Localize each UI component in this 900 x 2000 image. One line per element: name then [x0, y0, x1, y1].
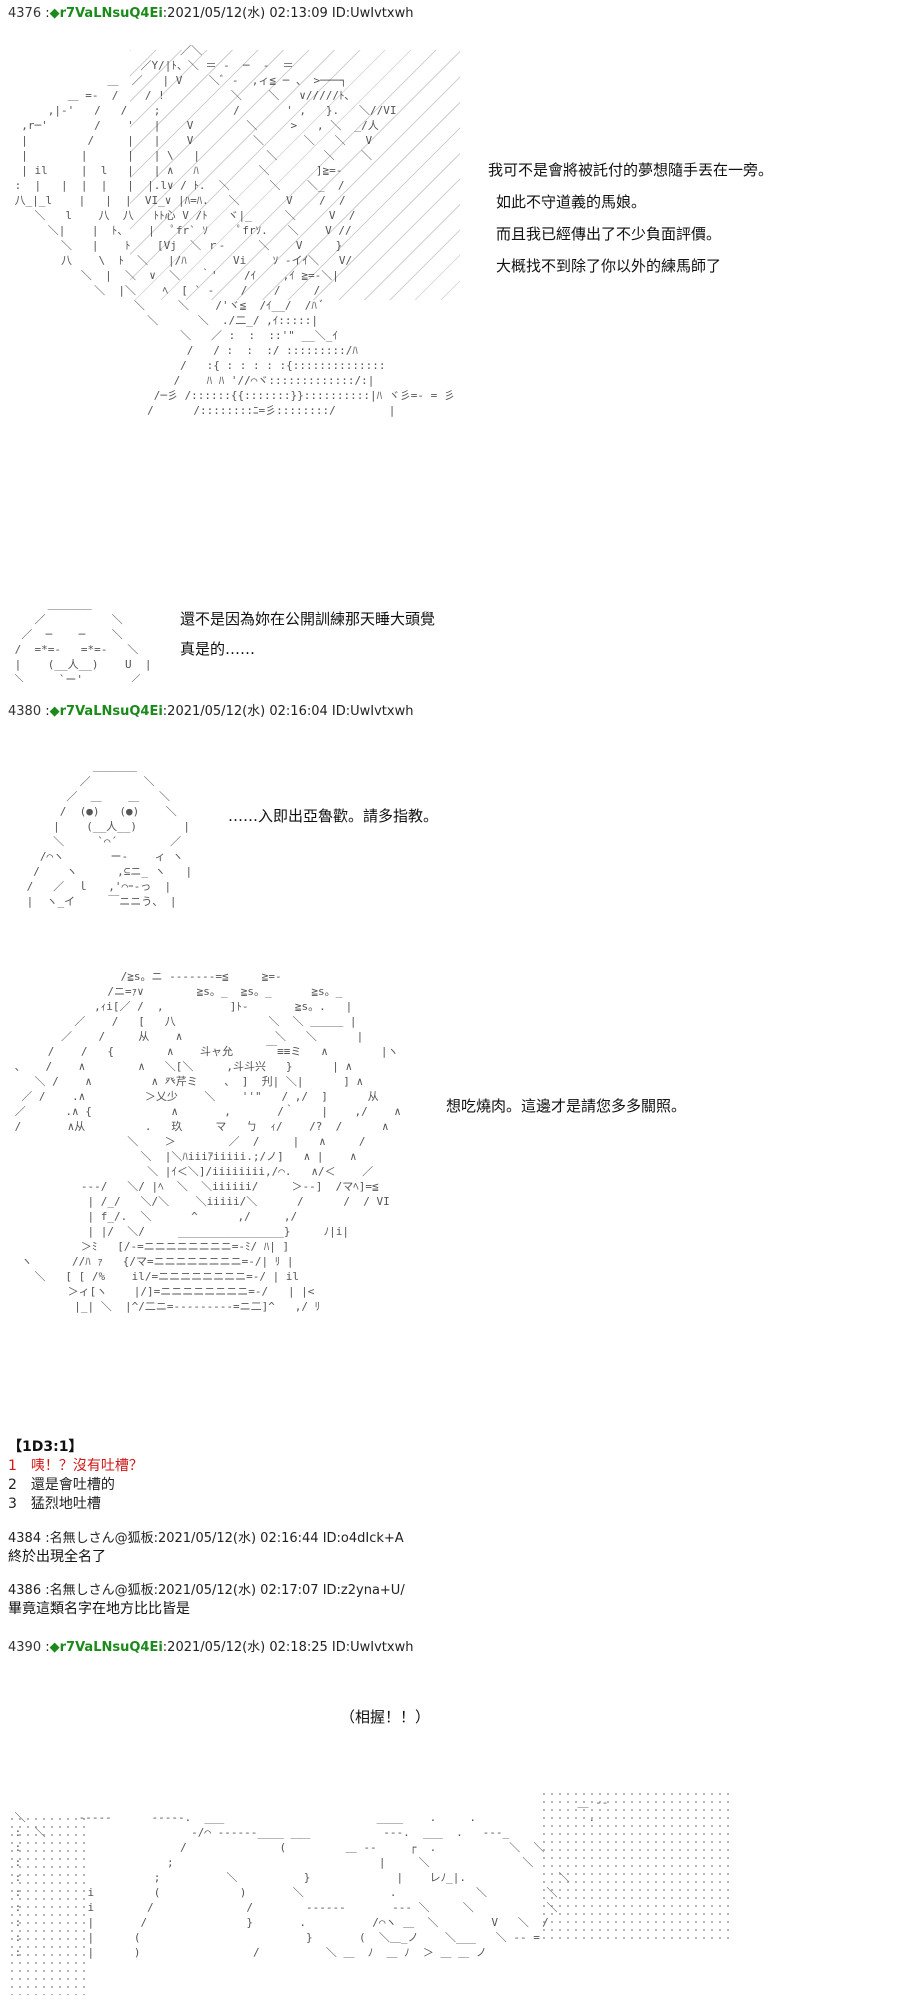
- dialog-line: 還不是因為妳在公開訓練那天睡大頭覺: [180, 610, 436, 628]
- ascii-art-handshake: ＿ -- ＼ ----- -----. ___ ____ . . . : ＼ -…: [14, 1796, 609, 1959]
- tripcode[interactable]: ◆r7VaLNsuQ4Ei: [49, 1640, 163, 1655]
- separator: :: [45, 1640, 50, 1655]
- dialog-line: 而且我已經傳出了不少負面評價。: [496, 225, 722, 243]
- dialog-line: 大概找不到除了你以外的練馬師了: [496, 257, 722, 275]
- reply-message: 終於出現全名了: [8, 1549, 106, 1565]
- tripcode[interactable]: ◆r7VaLNsuQ4Ei: [49, 704, 163, 719]
- ascii-art-character-2: /≧s。ニ -------=≦ ≧=- /ニ=ｧ∨ ≧s。_ ≧s。_ ≧s。_…: [14, 970, 401, 1313]
- dialog-block-3: ……入即出亞魯歡。請多指教。: [228, 800, 438, 832]
- dice-result-block: 【1D3:1】 1 咦！？沒有吐槽？ 2 還是會吐槽的 3 猛烈地吐槽: [8, 1438, 143, 1514]
- dialog-line: 想吃燒肉。這邊才是請您多多關照。: [446, 1097, 687, 1115]
- post-number: 4390: [8, 1640, 42, 1655]
- post-number: 4376: [8, 6, 42, 21]
- dialog-line: ……入即出亞魯歡。請多指教。: [228, 807, 439, 825]
- dotted-shade-right: [540, 1790, 730, 1940]
- closing-line: （相握！！）: [340, 1708, 431, 1726]
- reply-header: 4384 :名無しさん@狐板:2021/05/12(水) 02:16:44 ID…: [8, 1531, 404, 1546]
- post-header-4380: 4380 :◆r7VaLNsuQ4Ei:2021/05/12(水) 02:16:…: [8, 700, 413, 719]
- dialog-line: 真是的……: [180, 640, 256, 658]
- post-header-4376: 4376 :◆r7VaLNsuQ4Ei:2021/05/12(水) 02:13:…: [8, 2, 413, 21]
- post-number: 4380: [8, 704, 42, 719]
- dice-title: 【1D3:1】: [8, 1439, 83, 1455]
- dialog-block-1: 我可不是會將被託付的夢想隨手丟在一旁。 如此不守道義的馬娘。 而且我已經傳出了不…: [488, 154, 773, 282]
- ascii-art-character-1: ／＼ ／Y/|ﾄ、＼ ＝ - ─ - ＝ ＿ ／ | V ＼ﾞ ‐ ,ィ≦ ─ …: [14, 44, 455, 417]
- post-meta: :2021/05/12(水) 02:16:04 ID:UwIvtxwh: [162, 704, 414, 719]
- dialog-block-4: 想吃燒肉。這邊才是請您多多關照。: [446, 1090, 686, 1122]
- reply-4384: 4384 :名無しさん@狐板:2021/05/12(水) 02:16:44 ID…: [8, 1530, 404, 1566]
- post-meta: :2021/05/12(水) 02:18:25 ID:UwIvtxwh: [162, 1640, 414, 1655]
- dialog-line: 如此不守道義的馬娘。: [496, 193, 647, 211]
- reply-4386: 4386 :名無しさん@狐板:2021/05/12(水) 02:17:07 ID…: [8, 1582, 405, 1618]
- reply-header: 4386 :名無しさん@狐板:2021/05/12(水) 02:17:07 ID…: [8, 1583, 405, 1598]
- tripcode[interactable]: ◆r7VaLNsuQ4Ei: [49, 6, 163, 21]
- ascii-art-face-small: ＿＿＿＿ ／ ＼ ／ ─ ─ ＼ / =*=- =*=- ＼ | (__人__)…: [14, 598, 152, 682]
- dotted-shade-left: [8, 1815, 88, 1995]
- hatching-background: [130, 50, 460, 300]
- dialog-block-2: 還不是因為妳在公開訓練那天睡大頭覺 真是的……: [180, 604, 435, 664]
- separator: :: [45, 6, 50, 21]
- dialog-line: 我可不是會將被託付的夢想隨手丟在一旁。: [488, 161, 774, 179]
- ascii-art-figure-round-eyes: ＿＿＿＿ ／ ＼ ／ ＿ ＿ ＼ / (●) (●) ＼ | (__人__) |…: [26, 760, 193, 908]
- reply-message: 畢竟這類名字在地方比比皆是: [8, 1601, 190, 1617]
- post-meta: :2021/05/12(水) 02:13:09 ID:UwIvtxwh: [162, 6, 414, 21]
- dice-option-2: 2 還是會吐槽的: [8, 1477, 115, 1493]
- dice-option-1: 1 咦！？沒有吐槽？: [8, 1458, 143, 1474]
- post-header-4390: 4390 :◆r7VaLNsuQ4Ei:2021/05/12(水) 02:18:…: [8, 1636, 413, 1655]
- separator: :: [45, 704, 50, 719]
- dice-option-3: 3 猛烈地吐槽: [8, 1496, 101, 1512]
